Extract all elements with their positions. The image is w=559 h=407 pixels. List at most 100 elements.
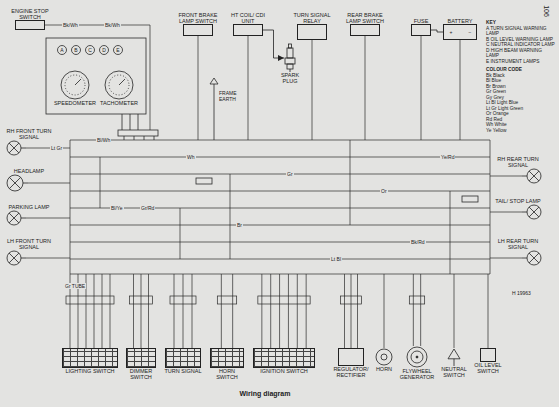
wire	[102, 274, 103, 348]
connector-block	[130, 296, 153, 304]
gauge-dial-outline	[104, 70, 134, 100]
component-label: REAR BRAKE LAMP SWITCH	[343, 12, 387, 24]
lamp-letter: E	[116, 47, 119, 53]
connector-block	[341, 296, 362, 304]
gauge-dial-outline	[60, 70, 90, 100]
lamp-symbol: PARKING LAMP	[6, 204, 52, 226]
coil-unit: HT COIL/ CDI UNIT	[228, 12, 268, 36]
switch-table: DIMMER SWITCH	[124, 348, 158, 380]
lamp-symbol: RH REAR TURN SIGNAL	[494, 156, 542, 184]
wire-colour: Or	[380, 188, 388, 194]
lamp-letter: D	[102, 47, 106, 53]
harness-wire	[70, 225, 490, 226]
figure-caption: Wiring diagram	[190, 390, 340, 397]
wire	[490, 212, 522, 213]
gauge-dial-shape	[60, 70, 90, 100]
key-heading: KEY	[486, 20, 556, 26]
lamp-symbol-outline	[522, 168, 542, 184]
component-label: REGULATOR/ RECTIFIER	[333, 366, 368, 378]
switch-table-shape	[165, 348, 201, 368]
component-label: FUSE	[414, 18, 429, 24]
component-label: ENGINE STOP SWITCH	[10, 8, 50, 20]
connector-block	[217, 296, 236, 304]
page-number: 106	[543, 5, 549, 17]
wire-colour: Gr/Rd	[140, 205, 155, 211]
wire-colour: Lt Bl	[330, 256, 342, 262]
warning-lamps	[58, 46, 123, 55]
cluster-wires	[122, 114, 138, 130]
wire	[26, 258, 70, 259]
colour-code: Rd Red	[486, 117, 556, 123]
component-label: RH REAR TURN SIGNAL	[494, 156, 542, 168]
lamp-letter: A	[60, 47, 63, 53]
wire	[420, 274, 421, 346]
horn-symbol: HORN	[372, 348, 396, 372]
horn-symbol-shape	[375, 348, 393, 366]
wire	[351, 274, 352, 348]
component-label: FRONT BRAKE LAMP SWITCH	[176, 12, 220, 24]
wire	[232, 274, 233, 348]
wire	[270, 274, 271, 348]
switch-box-shape	[183, 24, 213, 36]
relay-box: TURN SIGNAL RELAY	[290, 12, 334, 40]
connector-block	[170, 296, 196, 304]
switch-table-shape	[210, 348, 244, 368]
spark-plug-outline	[284, 44, 296, 72]
harness-wire	[350, 140, 351, 225]
harness-wire	[100, 157, 101, 208]
connector-block	[66, 296, 114, 304]
wire	[488, 274, 489, 348]
earth-label: FRAME EARTH	[219, 90, 243, 102]
wire	[148, 274, 149, 348]
wire	[454, 274, 455, 348]
lamp-symbol-shape	[522, 250, 542, 266]
colour-code: Bk Black	[486, 73, 556, 79]
component-label: FLYWHEEL GENERATOR	[398, 368, 436, 380]
wire	[94, 274, 95, 348]
colour-code: Or Orange	[486, 111, 556, 117]
component-label: TURN SIGNAL RELAY	[290, 12, 334, 24]
wire	[413, 274, 414, 346]
colour-code: Lt Gr Light Green	[486, 106, 556, 112]
colour-code: Ye Yellow	[486, 128, 556, 134]
regulator-box: REGULATOR/ RECTIFIER	[334, 348, 368, 378]
wire-colour: Bk/Wh	[62, 22, 79, 28]
wire-connector	[263, 30, 284, 58]
switch-symbol-outline	[447, 348, 461, 366]
colour-code: Br Brown	[486, 84, 556, 90]
battery-box-shape	[443, 24, 477, 40]
component-label: BATTERY	[448, 18, 473, 24]
colour-code: Gr Green	[486, 89, 556, 95]
switch-box: REAR BRAKE LAMP SWITCH	[343, 12, 387, 36]
switch-symbol: NEUTRAL SWITCH	[440, 348, 468, 378]
wire	[279, 274, 280, 348]
gauge-dial: SPEEDOMETER	[54, 70, 96, 106]
key-item: B OIL LEVEL WARNING LAMP	[486, 37, 556, 43]
wire-colour: Br	[236, 222, 243, 228]
wire	[221, 274, 222, 348]
harness-wire	[70, 157, 490, 158]
switch-table: TURN SIGNAL	[164, 348, 202, 374]
switch-box: FRONT BRAKE LAMP SWITCH	[176, 12, 220, 36]
wire	[26, 218, 70, 219]
wire	[183, 274, 184, 348]
spark-plug-shape	[284, 44, 296, 72]
wire	[297, 274, 298, 348]
wire-colour: Bk/Rd	[410, 239, 426, 245]
colour-code: Gy Grey	[486, 95, 556, 101]
harness-wire	[230, 174, 231, 259]
key-item: E INSTRUMENT LAMPS	[486, 59, 556, 65]
lamp-symbol-outline	[522, 250, 542, 266]
component-label: OIL LEVEL SWITCH	[470, 362, 506, 374]
component-label: LH FRONT TURN SIGNAL	[6, 238, 52, 250]
horn-symbol-outline	[375, 348, 393, 366]
harness-wire	[70, 259, 490, 260]
gauge-dial-shape	[104, 70, 134, 100]
wire	[198, 36, 199, 140]
wire	[490, 176, 522, 177]
key-panel: KEYA TURN SIGNAL WARNING LAMPB OIL LEVEL…	[486, 20, 556, 133]
lamp-symbol-outline	[6, 210, 26, 226]
wire	[45, 25, 150, 130]
